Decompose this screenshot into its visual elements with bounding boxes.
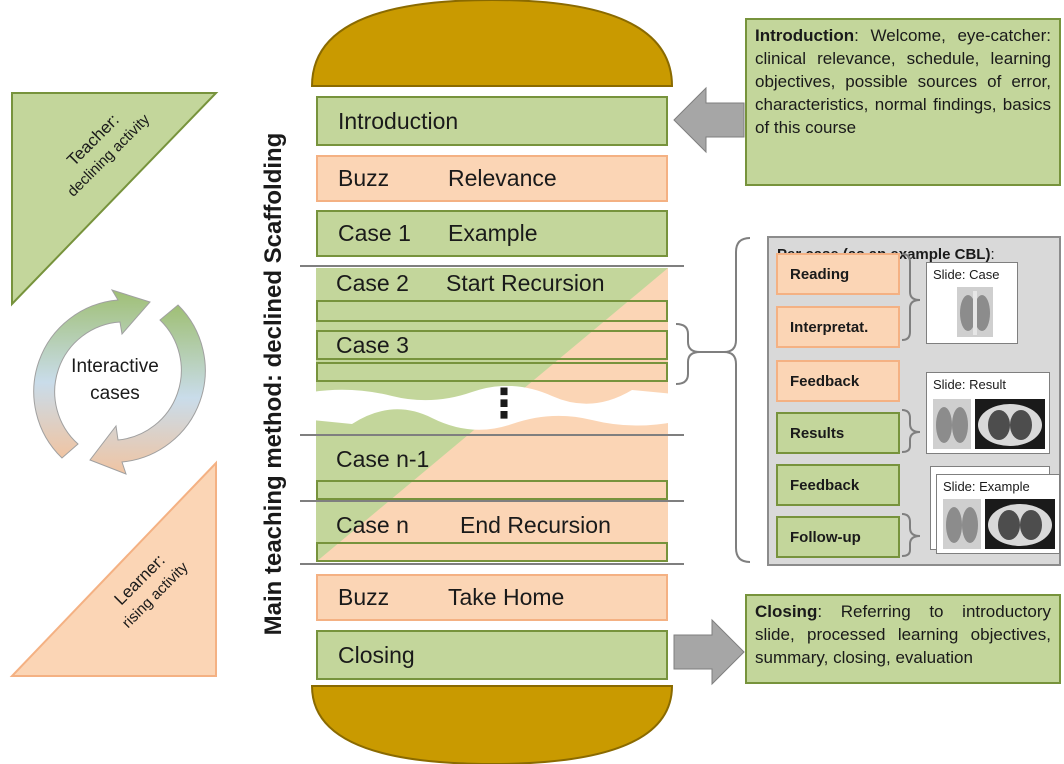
end-recursion-label: End Recursion bbox=[460, 512, 611, 538]
cycle-label-line2: cases bbox=[90, 383, 140, 404]
panel-brackets bbox=[901, 253, 921, 557]
layer-buzz-relevance: Buzz Relevance bbox=[316, 155, 668, 202]
step-follow-up: Follow-up bbox=[776, 516, 900, 558]
closing-callout: Closing: Referring to introductory slide… bbox=[745, 594, 1061, 684]
left-graphics bbox=[9, 92, 219, 677]
bracket-results bbox=[901, 409, 921, 453]
layer-case-3: Case 3 bbox=[316, 330, 668, 360]
case2-label: Case 2 bbox=[336, 270, 409, 296]
closing-callout-title: Closing bbox=[755, 602, 818, 621]
relevance-label: Relevance bbox=[448, 165, 557, 191]
step-reading: Reading bbox=[776, 253, 900, 295]
example-images bbox=[943, 499, 1055, 549]
introduction-callout-title: Introduction bbox=[755, 26, 855, 45]
arrow-right-icon bbox=[673, 618, 745, 686]
torn-gap bbox=[312, 386, 674, 430]
xray-image bbox=[957, 287, 993, 337]
bracket-case3 bbox=[675, 323, 701, 385]
connector-graphics bbox=[673, 86, 751, 686]
separator-line bbox=[300, 500, 684, 502]
case3-label: Case 3 bbox=[336, 332, 409, 358]
cycle-label: Interactive cases bbox=[50, 353, 180, 407]
casen1-strip bbox=[316, 480, 668, 500]
brace-per-case bbox=[723, 237, 751, 563]
slide-example-caption: Slide: Example bbox=[943, 479, 1030, 494]
cycle-arrow-icon-2 bbox=[89, 304, 206, 475]
slide-example: Slide: Example bbox=[936, 474, 1060, 554]
bracket-reading bbox=[901, 253, 921, 341]
layer-buzz-take-home: Buzz Take Home bbox=[316, 574, 668, 621]
layer-case-n: Case n End Recursion bbox=[316, 504, 668, 542]
cycle-arrow-icon bbox=[33, 289, 151, 459]
step-interpretation: Interpretat. bbox=[776, 306, 900, 348]
teacher-triangle bbox=[11, 92, 219, 307]
introduction-callout: Introduction: Welcome, eye-catcher: clin… bbox=[745, 18, 1061, 186]
separator-line bbox=[300, 434, 684, 436]
result-images bbox=[933, 399, 1045, 449]
slide-case: Slide: Case bbox=[926, 262, 1018, 344]
layer-case-n-1: Case n-1 bbox=[316, 436, 668, 480]
layer-closing: Closing bbox=[316, 630, 668, 680]
introduction-callout-text: : Welcome, eye-catcher: clinical relevan… bbox=[755, 26, 1051, 137]
layer-case-1: Case 1 Example bbox=[316, 210, 668, 257]
take-home-label: Take Home bbox=[448, 584, 565, 610]
slide-result-caption: Slide: Result bbox=[933, 377, 1006, 392]
continuation-dots: ⋮ bbox=[484, 382, 524, 426]
layer-introduction: Introduction bbox=[316, 96, 668, 146]
closing-callout-text: : Referring to introductory slide, proce… bbox=[755, 602, 1051, 667]
step-feedback-1: Feedback bbox=[776, 360, 900, 402]
case3-strip bbox=[316, 362, 668, 382]
arrow-left-icon bbox=[673, 86, 745, 154]
casen-label: Case n bbox=[336, 512, 409, 538]
case2-strip bbox=[316, 300, 668, 322]
cycle-label-line1: Interactive bbox=[71, 356, 159, 377]
per-case-title-rest: : bbox=[990, 246, 995, 263]
learner-triangle bbox=[9, 460, 217, 677]
step-feedback-2: Feedback bbox=[776, 464, 900, 506]
top-bun bbox=[310, 0, 674, 87]
closing-label: Closing bbox=[338, 641, 415, 668]
casen-strip bbox=[316, 542, 668, 562]
slide-case-caption: Slide: Case bbox=[933, 267, 1000, 282]
buzz-label-2: Buzz bbox=[338, 584, 390, 610]
casen1-label: Case n-1 bbox=[336, 446, 430, 472]
separator-line bbox=[300, 563, 684, 565]
step-results: Results bbox=[776, 412, 900, 454]
layer-case-2: Case 2 Start Recursion bbox=[316, 268, 668, 300]
buzz-label: Buzz bbox=[338, 165, 390, 191]
vertical-title: Main teaching method: declined Scaffoldi… bbox=[260, 132, 287, 636]
bracket-follow-up bbox=[901, 513, 921, 557]
example-label: Example bbox=[448, 220, 538, 246]
slide-result: Slide: Result bbox=[926, 372, 1050, 454]
layer-introduction-label: Introduction bbox=[338, 107, 459, 134]
bottom-bun bbox=[310, 685, 674, 764]
start-recursion-label: Start Recursion bbox=[446, 270, 605, 296]
separator-line bbox=[300, 265, 684, 267]
case1-label: Case 1 bbox=[338, 220, 411, 246]
